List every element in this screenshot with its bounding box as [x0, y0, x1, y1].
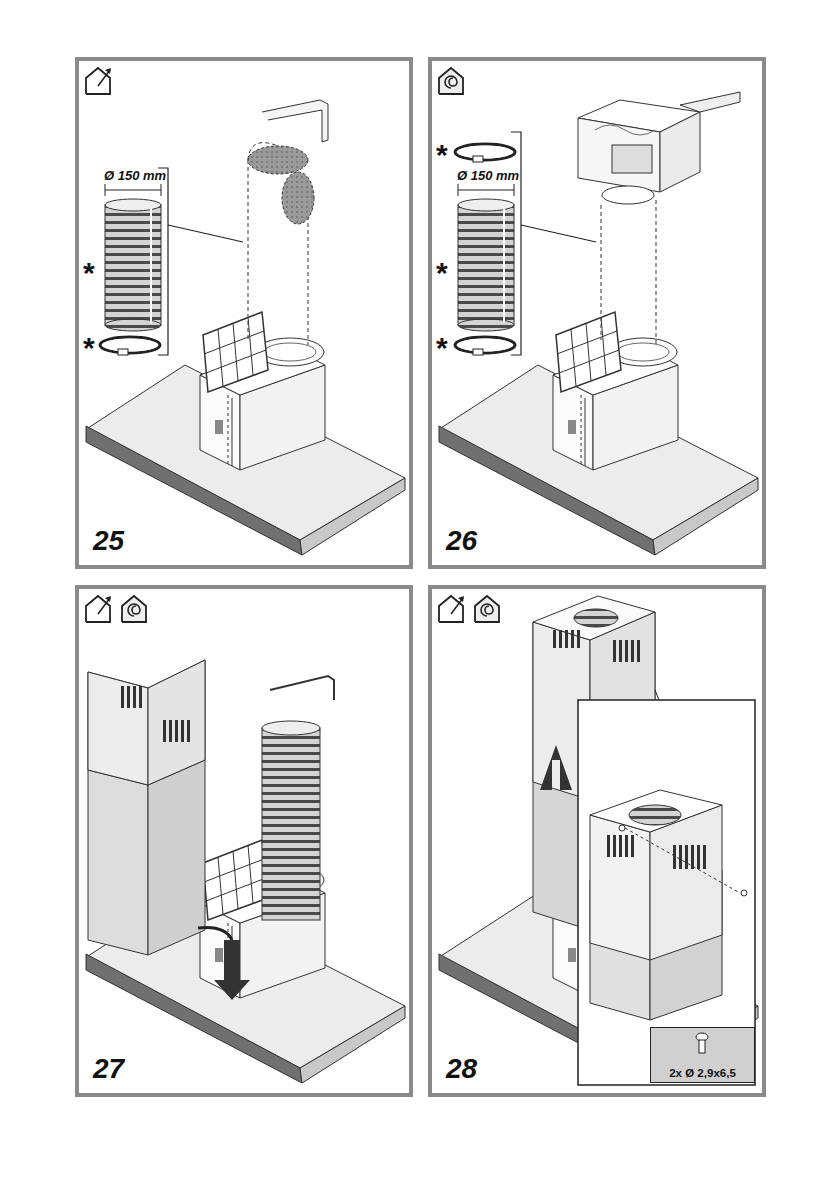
step-panel: 26 — [428, 57, 766, 569]
step-number: 28 — [446, 1053, 477, 1085]
optional-mark: * — [83, 333, 95, 363]
optional-mark: * — [436, 258, 448, 288]
step-number: 25 — [93, 525, 124, 557]
step-panel: 28 2x Ø 2,9x6,5 — [428, 585, 766, 1097]
optional-mark: * — [436, 140, 448, 170]
screw-spec-box: 2x Ø 2,9x6,5 — [650, 1027, 755, 1083]
step-number: 27 — [93, 1053, 124, 1085]
dimension-label: Ø 150 mm — [457, 168, 519, 183]
optional-mark: * — [83, 258, 95, 288]
optional-mark: * — [436, 333, 448, 363]
step-panel: 25 — [75, 57, 413, 569]
screw-spec: 2x Ø 2,9x6,5 — [651, 1067, 754, 1079]
dimension-label: Ø 150 mm — [104, 168, 166, 183]
step-panel: 27 — [75, 585, 413, 1097]
step-number: 26 — [446, 525, 477, 557]
